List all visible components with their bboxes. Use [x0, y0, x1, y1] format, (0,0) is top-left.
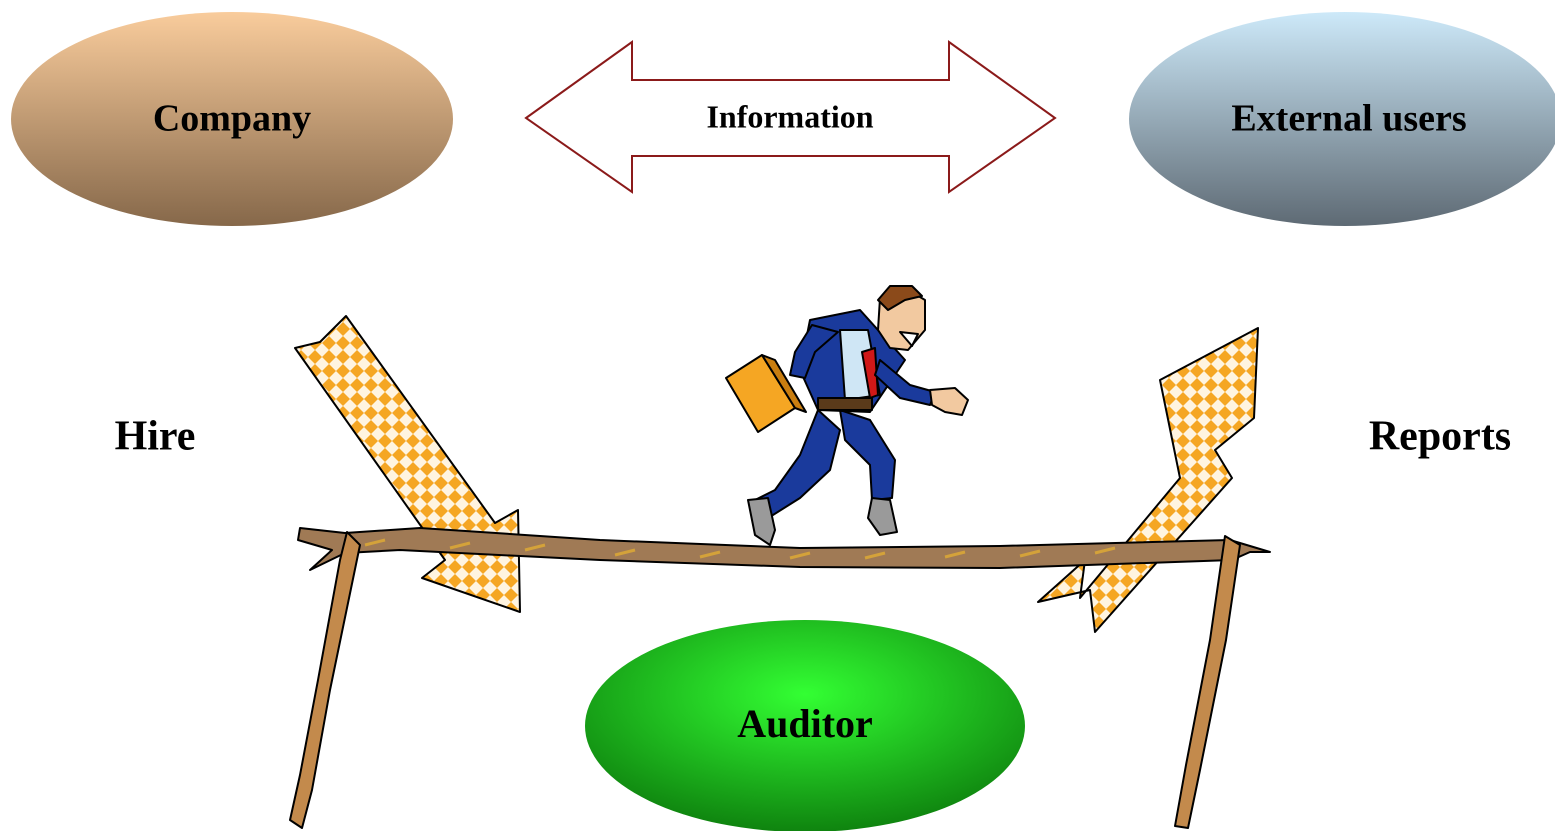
information-double-arrow [524, 40, 1057, 194]
hire-arrow-icon [294, 315, 521, 613]
external-users-node [1129, 12, 1555, 226]
auditor-node [585, 620, 1025, 831]
reports-arrow-icon [1037, 327, 1259, 633]
company-label: Company [153, 98, 311, 140]
auditor-label: Auditor [737, 701, 873, 746]
reports-label: Reports [1369, 414, 1511, 460]
tightrope-icon [289, 527, 1271, 829]
information-label: Information [706, 98, 873, 134]
businessman-with-briefcase-icon [725, 285, 969, 546]
external-users-label: External users [1231, 98, 1466, 140]
company-node [11, 12, 453, 226]
hire-label: Hire [115, 414, 196, 460]
